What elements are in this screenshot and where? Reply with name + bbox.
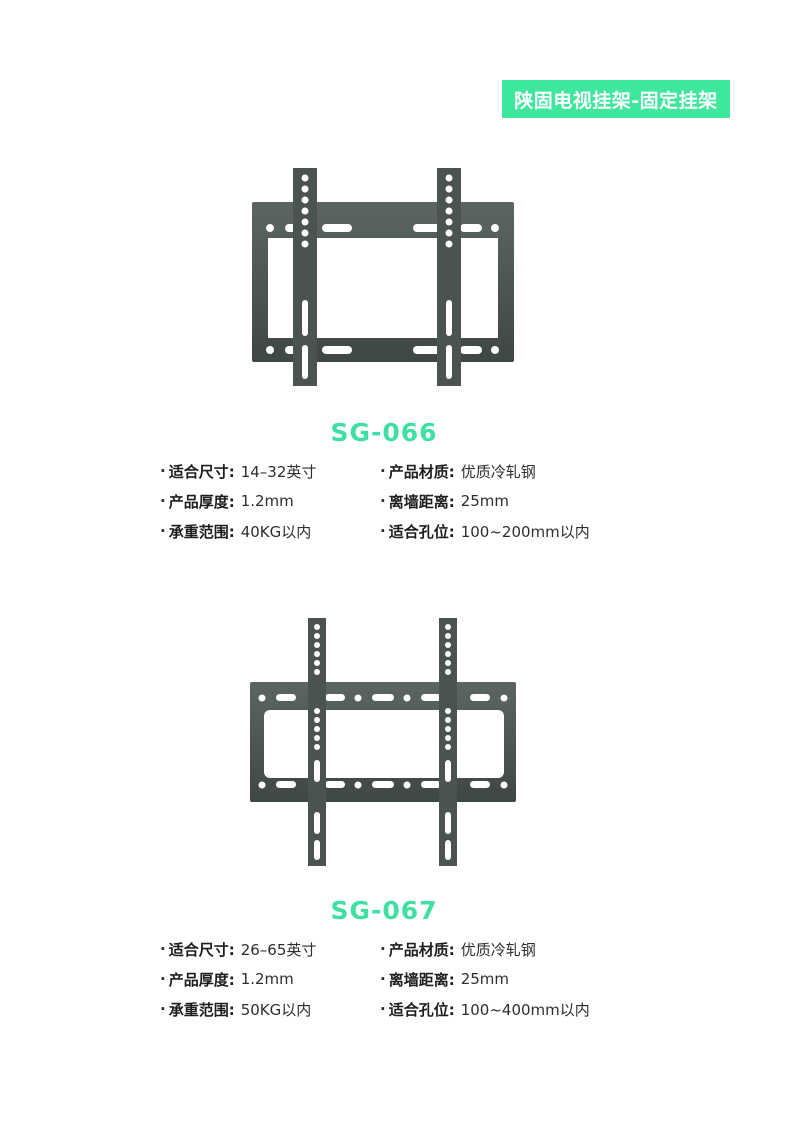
bullet-icon: · — [380, 940, 386, 958]
spec-label: 承重范围: — [168, 1000, 235, 1019]
spec-item: ·离墙距离: 25mm — [380, 969, 509, 990]
spec-row: ·适合尺寸:26–65英寸 ·产品材质:优质冷轧钢 — [160, 934, 640, 964]
spec-row: ·承重范围:40KG以内 ·适合孔位:100~200mm以内 — [160, 516, 640, 546]
spec-value: 25mm — [460, 492, 510, 510]
spec-value: 25mm — [460, 970, 510, 988]
bullet-icon: · — [160, 1000, 166, 1018]
spec-label: 离墙距离: — [388, 492, 455, 511]
spec-row: ·产品厚度:1.2mm ·离墙距离:25mm — [160, 486, 640, 516]
spec-label: 承重范围: — [168, 522, 235, 541]
spec-value: 优质冷轧钢 — [460, 462, 536, 481]
bullet-icon: · — [380, 492, 386, 510]
spec-label: 产品材质: — [388, 940, 455, 959]
spec-value: 优质冷轧钢 — [460, 940, 536, 959]
spec-item: ·产品厚度: 1.2mm — [160, 491, 380, 512]
spec-label: 适合孔位: — [388, 1000, 455, 1019]
model-title-sg066: SG-066 — [330, 418, 438, 447]
spec-item: ·承重范围: 40KG以内 — [160, 521, 380, 542]
bullet-icon: · — [160, 522, 166, 540]
spec-label: 适合孔位: — [388, 522, 455, 541]
category-badge: 陕固电视挂架-固定挂架 — [502, 80, 730, 118]
bracket-sg067-image — [250, 618, 516, 866]
bullet-icon: · — [160, 940, 166, 958]
spec-label: 产品材质: — [388, 462, 455, 481]
spec-label: 适合尺寸: — [168, 940, 235, 959]
bullet-icon: · — [380, 522, 386, 540]
bullet-icon: · — [380, 462, 386, 480]
specs-sg066: ·适合尺寸:14–32英寸 ·产品材质:优质冷轧钢 ·产品厚度:1.2mm ·离… — [160, 456, 640, 546]
spec-item: ·产品厚度: 1.2mm — [160, 969, 380, 990]
spec-item: ·承重范围: 50KG以内 — [160, 999, 380, 1020]
bracket-sg066-image — [252, 168, 514, 386]
bullet-icon: · — [160, 492, 166, 510]
spec-value: 1.2mm — [240, 492, 294, 510]
model-title-sg067: SG-067 — [330, 896, 438, 925]
spec-item: ·适合孔位: 100~400mm以内 — [380, 999, 590, 1020]
spec-value: 1.2mm — [240, 970, 294, 988]
spec-value: 26–65英寸 — [240, 940, 317, 959]
spec-label: 离墙距离: — [388, 970, 455, 989]
spec-value: 50KG以内 — [240, 1000, 312, 1019]
spec-item: ·适合孔位: 100~200mm以内 — [380, 521, 590, 542]
spec-value: 100~400mm以内 — [460, 1000, 590, 1019]
spec-label: 适合尺寸: — [168, 462, 235, 481]
spec-item: ·产品材质: 优质冷轧钢 — [380, 461, 536, 482]
spec-item: ·离墙距离: 25mm — [380, 491, 509, 512]
bullet-icon: · — [380, 970, 386, 988]
spec-label: 产品厚度: — [168, 492, 235, 511]
spec-label: 产品厚度: — [168, 970, 235, 989]
specs-sg067: ·适合尺寸:26–65英寸 ·产品材质:优质冷轧钢 ·产品厚度:1.2mm ·离… — [160, 934, 640, 1024]
spec-row: ·承重范围:50KG以内 ·适合孔位:100~400mm以内 — [160, 994, 640, 1024]
spec-item: ·适合尺寸: 14–32英寸 — [160, 461, 380, 482]
bullet-icon: · — [380, 1000, 386, 1018]
spec-row: ·产品厚度:1.2mm ·离墙距离:25mm — [160, 964, 640, 994]
spec-item: ·适合尺寸: 26–65英寸 — [160, 939, 380, 960]
spec-value: 40KG以内 — [240, 522, 312, 541]
spec-item: ·产品材质: 优质冷轧钢 — [380, 939, 536, 960]
spec-value: 100~200mm以内 — [460, 522, 590, 541]
bullet-icon: · — [160, 970, 166, 988]
spec-row: ·适合尺寸:14–32英寸 ·产品材质:优质冷轧钢 — [160, 456, 640, 486]
bullet-icon: · — [160, 462, 166, 480]
spec-value: 14–32英寸 — [240, 462, 317, 481]
